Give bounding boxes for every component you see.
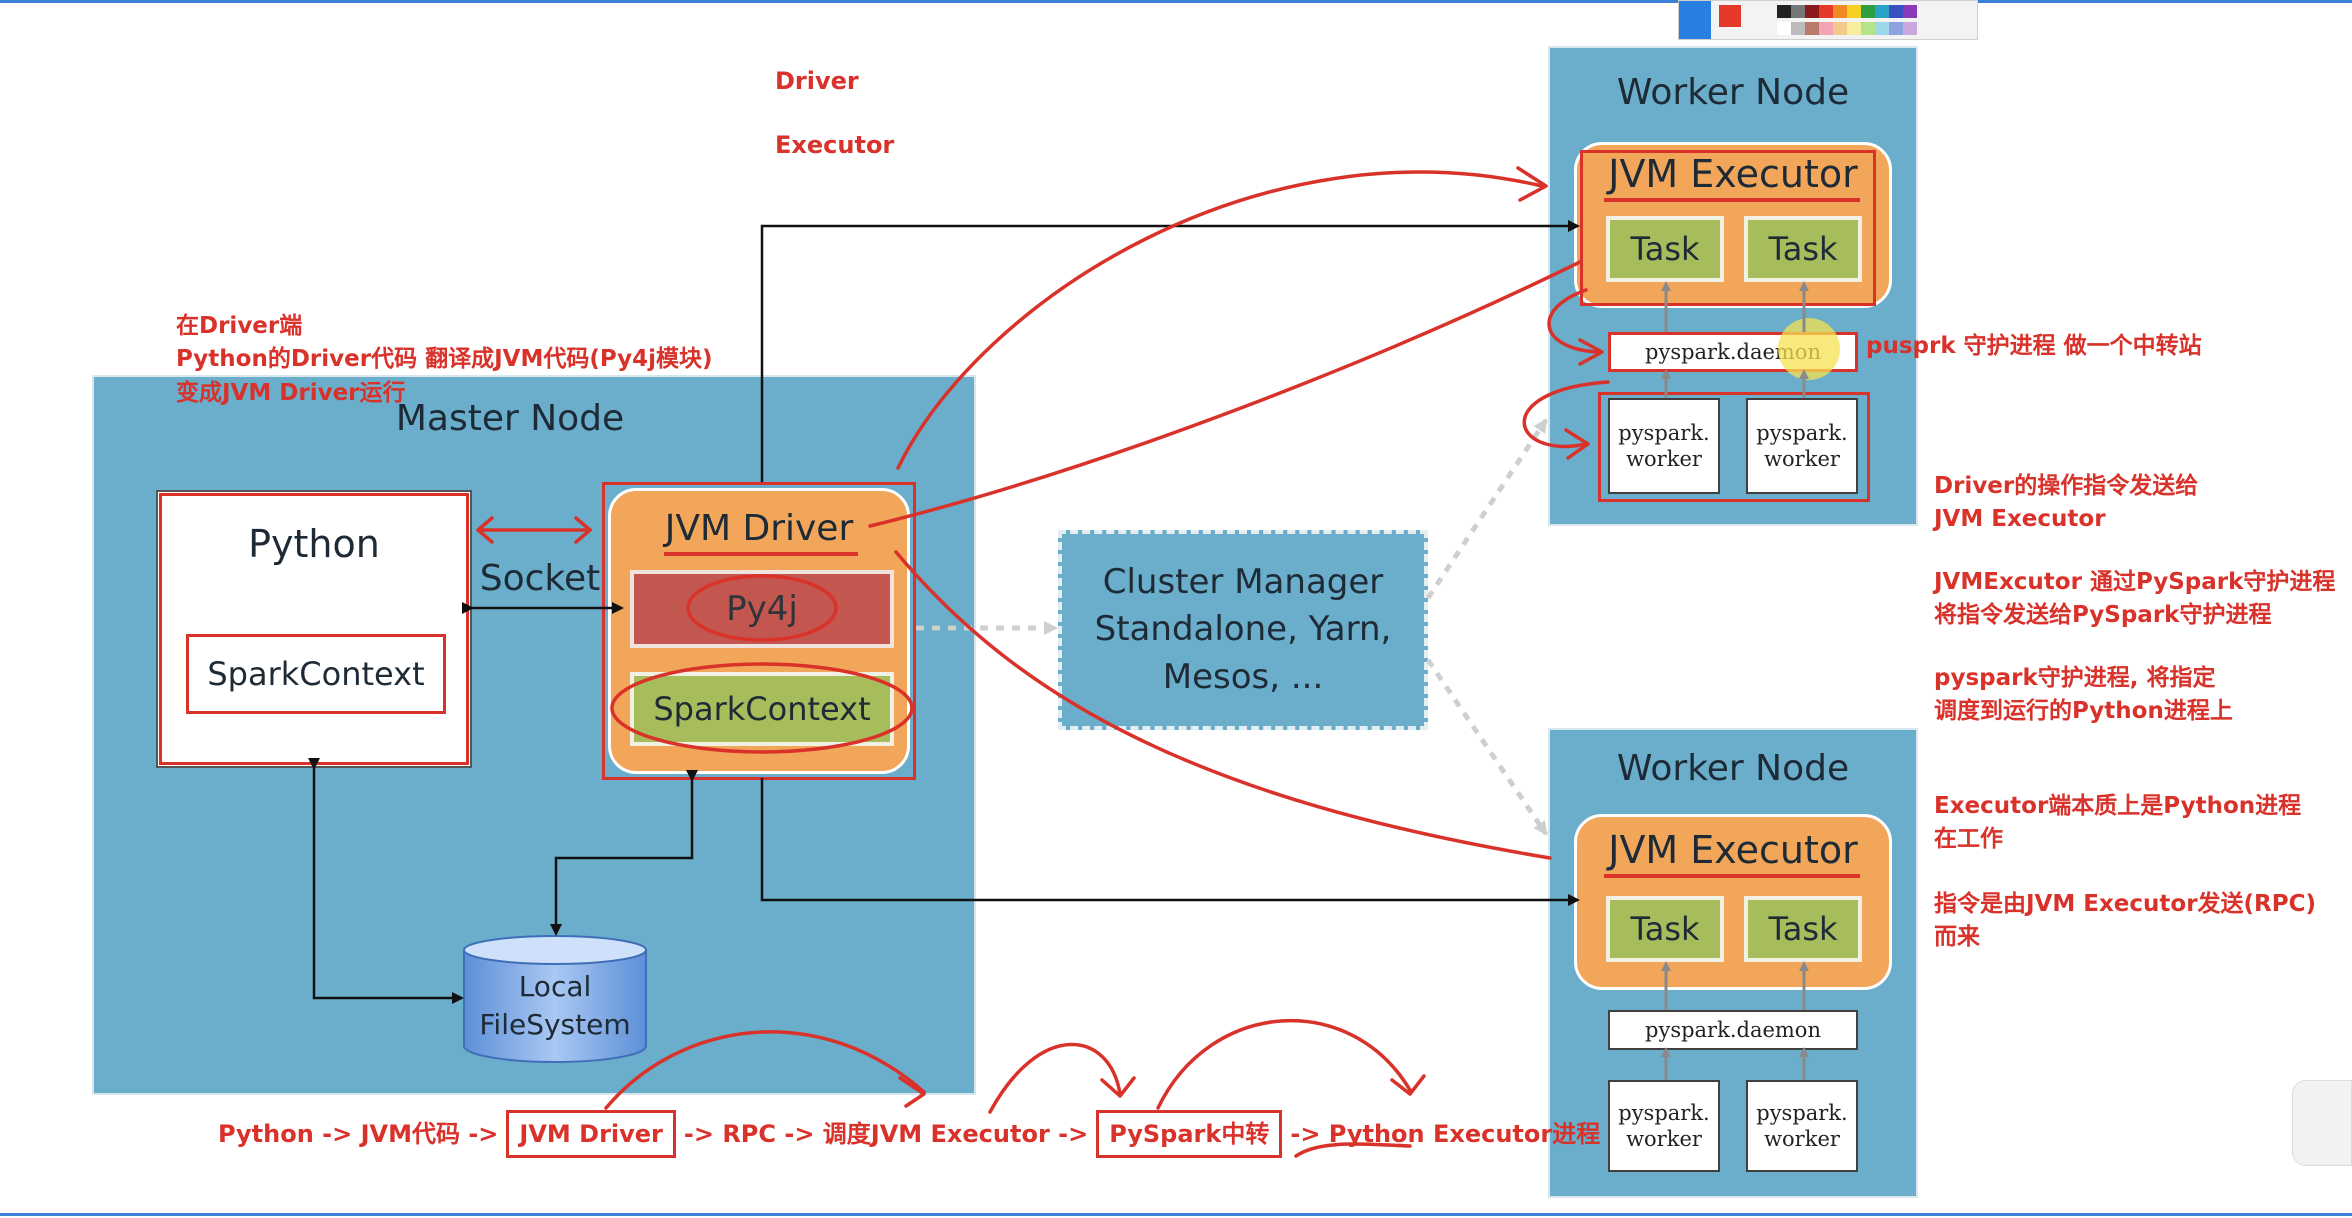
flow-box-jvm-driver: JVM Driver — [506, 1109, 676, 1159]
right-note-5-line1: 指令是由JVM Executor发送(RPC) — [1934, 891, 2317, 917]
worker-bottom-worker-1-line1: pyspark. — [1618, 1100, 1710, 1125]
worker-bottom-worker-1: pyspark. worker — [1608, 1080, 1720, 1172]
worker-top-title: Worker Node — [1616, 72, 1850, 113]
right-note-1-line2: JVM Executor — [1934, 506, 2106, 533]
python-sparkcontext-box: SparkContext — [186, 634, 446, 714]
jvm-driver-underline — [664, 552, 858, 556]
cluster-manager-line3: Mesos, ... — [1162, 656, 1324, 697]
jvm-sparkcontext-label: SparkContext — [653, 690, 871, 728]
worker-bottom-task-1: Task — [1606, 896, 1724, 962]
master-node-title: Master Node — [395, 398, 625, 439]
right-note-3: pyspark守护进程, 将指定 调度到运行的Python进程上 — [1934, 662, 2233, 729]
active-tool-icon[interactable] — [1679, 1, 1711, 39]
flow-part-2: -> RPC -> 调度JVM Executor -> — [683, 1119, 1089, 1148]
worker-internal-arrows — [1661, 281, 1809, 1080]
worker-top-worker-1: pyspark. worker — [1608, 398, 1720, 494]
color-toolbar[interactable] — [1678, 0, 1978, 40]
cluster-manager-line1: Cluster Manager — [1102, 561, 1384, 602]
worker-bottom-task-2: Task — [1744, 896, 1862, 962]
driver-note-line2: Python的Driver代码 翻译成JVM代码(Py4j模块) — [176, 346, 713, 373]
worker-top-worker-1-line1: pyspark. — [1618, 420, 1710, 445]
worker-bottom-task-1-label: Task — [1630, 910, 1700, 948]
red-annotations — [476, 166, 1610, 1158]
side-panel-handle[interactable] — [2292, 1080, 2352, 1166]
py4j-label: Py4j — [726, 589, 798, 629]
worker-top-task-1-label: Task — [1630, 230, 1700, 268]
right-note-4-line2: 在工作 — [1934, 826, 2003, 853]
py4j-box: Py4j — [630, 570, 894, 648]
right-note-1: Driver的操作指令发送给 JVM Executor — [1934, 470, 2198, 537]
python-title: Python — [248, 522, 380, 566]
local-filesystem: Local FileSystem — [462, 934, 648, 1064]
worker-top-worker-2-line2: worker — [1764, 447, 1840, 471]
cluster-manager-line2: Standalone, Yarn, — [1094, 609, 1392, 650]
worker-top-task-1: Task — [1606, 216, 1724, 282]
right-note-5-line2: 而来 — [1934, 924, 1980, 951]
cylinder-shape — [463, 935, 647, 1063]
worker-bottom-executor-underline — [1604, 874, 1860, 878]
worker-bottom-task-2-label: Task — [1768, 910, 1838, 948]
worker-top-executor-outline — [1580, 150, 1876, 306]
driver-note-line3: 变成JVM Driver运行 — [176, 379, 406, 406]
right-note-4: Executor端本质上是Python进程 在工作 — [1934, 790, 2301, 857]
right-note-4-line1: Executor端本质上是Python进程 — [1934, 793, 2302, 819]
palette-swatches[interactable] — [1747, 5, 1947, 35]
worker-bottom-worker-1-line2: worker — [1626, 1127, 1702, 1151]
worker-top-worker-2: pyspark. worker — [1746, 398, 1858, 494]
flow-box-pyspark: PySpark中转 — [1096, 1109, 1283, 1159]
cluster-arrows — [916, 418, 1549, 836]
worker-bottom-executor-title: JVM Executor — [1608, 828, 1858, 872]
worker-top-executor-underline — [1604, 198, 1860, 202]
daemon-note: pusprk 守护进程 做一个中转站 — [1866, 333, 2202, 359]
local-fs-label: Local FileSystem — [462, 968, 648, 1044]
socket-label: Socket — [479, 558, 601, 599]
jvm-driver-outline — [602, 482, 916, 780]
worker-top-workers-outline — [1598, 392, 1870, 502]
worker-top-executor-title: JVM Executor — [1608, 152, 1858, 196]
flow-part-1: Python -> JVM代码 -> — [218, 1119, 499, 1148]
flow-line: Python -> JVM代码 -> JVM Driver -> RPC -> … — [218, 1109, 1601, 1159]
driver-note: 在Driver端 Python的Driver代码 翻译成JVM代码(Py4j模块… — [176, 310, 713, 410]
worker-bottom-daemon-label: pyspark.daemon — [1645, 1017, 1821, 1042]
flow-part-3: -> Python Executor进程 — [1290, 1119, 1601, 1148]
annotation-driver: Driver — [775, 67, 859, 95]
local-fs-line1: Local — [518, 970, 592, 1003]
top-frame-line — [0, 0, 2352, 3]
python-sparkcontext-label: SparkContext — [207, 655, 425, 693]
worker-bottom-title: Worker Node — [1616, 748, 1850, 789]
worker-top-worker-2-line1: pyspark. — [1756, 420, 1848, 445]
worker-top-task-2-label: Task — [1768, 230, 1838, 268]
right-note-5: 指令是由JVM Executor发送(RPC) 而来 — [1934, 888, 2316, 955]
worker-top-worker-1-line2: worker — [1626, 447, 1702, 471]
black-connectors — [308, 220, 1580, 1004]
annotation-executor: Executor — [775, 131, 895, 159]
worker-bottom-worker-2-line2: worker — [1764, 1127, 1840, 1151]
worker-bottom-worker-2-line1: pyspark. — [1756, 1100, 1848, 1125]
cursor-highlight — [1778, 318, 1840, 380]
right-note-2-line1: JVMExcutor 通过PySpark守护进程 — [1934, 569, 2336, 595]
jvm-sparkcontext-box: SparkContext — [630, 672, 894, 746]
right-note-2-line2: 将指令发送给PySpark守护进程 — [1934, 602, 2272, 629]
right-note-3-line2: 调度到运行的Python进程上 — [1934, 698, 2233, 725]
worker-top-task-2: Task — [1744, 216, 1862, 282]
right-note-3-line1: pyspark守护进程, 将指定 — [1934, 665, 2216, 691]
right-note-1-line1: Driver的操作指令发送给 — [1934, 473, 2199, 499]
driver-note-line1: 在Driver端 — [176, 313, 303, 339]
local-fs-line2: FileSystem — [479, 1007, 631, 1041]
bottom-frame-line — [0, 1213, 2352, 1216]
worker-bottom-worker-2: pyspark. worker — [1746, 1080, 1858, 1172]
worker-bottom-daemon: pyspark.daemon — [1608, 1010, 1858, 1050]
cluster-manager: Cluster Manager Standalone, Yarn, Mesos,… — [1058, 530, 1428, 730]
jvm-driver-title: JVM Driver — [664, 508, 854, 549]
right-note-2: JVMExcutor 通过PySpark守护进程 将指令发送给PySpark守护… — [1934, 566, 2335, 633]
current-color-swatch[interactable] — [1719, 5, 1741, 27]
